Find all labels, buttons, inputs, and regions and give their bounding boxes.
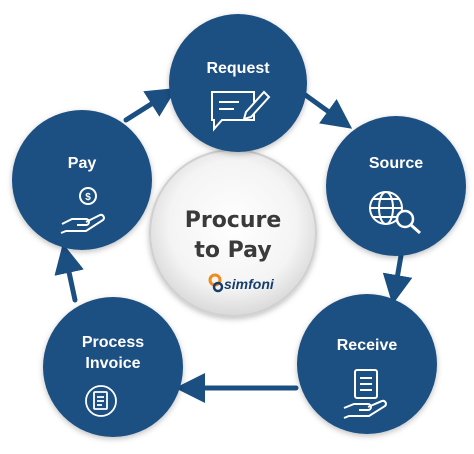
hand-dollar-icon: $ xyxy=(60,187,105,234)
stage-source: Source xyxy=(326,116,466,256)
svg-text:$: $ xyxy=(85,192,91,203)
globe-search-icon xyxy=(369,191,421,235)
document-hand-icon xyxy=(343,369,387,419)
simfoni-logo: simfoni xyxy=(208,273,275,293)
stage-receive: Receive xyxy=(297,294,437,434)
stage-invoice-label-line1: Process xyxy=(82,334,144,351)
invoice-icon xyxy=(85,385,117,417)
stage-request: Request xyxy=(169,14,307,152)
stage-invoice-label-line2: Invoice xyxy=(85,355,140,372)
arrow-invoice-to-pay xyxy=(54,243,84,303)
stage-source-label: Source xyxy=(369,155,423,172)
brand-name: simfoni xyxy=(224,276,275,292)
stage-pay: Pay $ xyxy=(12,110,152,250)
stage-receive-label: Receive xyxy=(337,337,398,354)
chat-edit-icon xyxy=(211,90,271,132)
flow-arrows xyxy=(54,87,413,403)
stage-request-label: Request xyxy=(206,60,270,77)
center-title-line2: to Pay xyxy=(194,238,271,263)
logo-mark-navy xyxy=(212,281,224,293)
center-hub: Procure to Pay simfoni xyxy=(149,149,317,317)
arrow-request-to-source xyxy=(301,91,353,129)
stage-process-invoice: Process Invoice xyxy=(43,297,183,437)
stage-pay-label: Pay xyxy=(68,155,97,172)
arrow-pay-to-request xyxy=(123,87,177,123)
center-title-line1: Procure xyxy=(185,208,282,233)
arrow-source-to-receive xyxy=(382,247,413,305)
